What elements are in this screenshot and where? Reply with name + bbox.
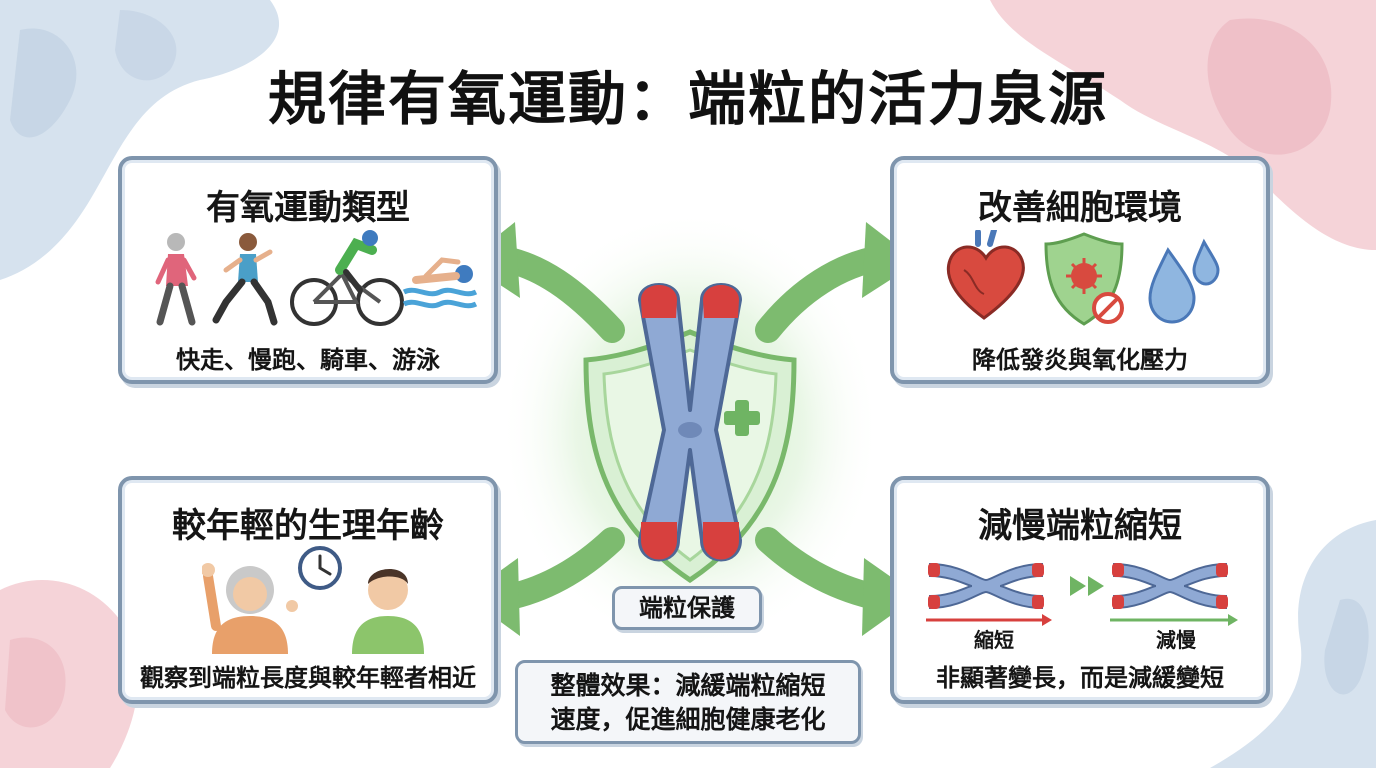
- shorten-label: 縮短: [974, 628, 1014, 652]
- telomere-protection-label: 端粒保護: [612, 586, 762, 630]
- swimmer-icon: [402, 257, 478, 309]
- panel-exercise-types: 有氧運動類型: [118, 156, 498, 384]
- double-arrow-icon: [1070, 576, 1104, 596]
- panel-slow-shortening: 減慢端粒縮短 縮短 減慢 非顯著變長，而是減緩變短: [890, 476, 1270, 704]
- summary-line-1: 整體效果：減緩端粒縮短: [550, 671, 826, 700]
- running-person-icon: [212, 233, 278, 326]
- page-title: 規律有氧運動：端粒的活力泉源: [267, 65, 1108, 133]
- clock-icon: [298, 546, 342, 590]
- panel-caption: 降低發炎與氧化壓力: [972, 346, 1188, 374]
- walking-person-icon: [155, 233, 197, 326]
- heart-icon: [946, 230, 1025, 320]
- young-man-icon: [352, 568, 424, 654]
- panel-title: 有氧運動類型: [206, 188, 410, 228]
- panel-biological-age: 較年輕的生理年齡 觀察到端粒長度與較年輕者相近: [118, 476, 498, 704]
- virus-shield-icon: [1044, 232, 1124, 326]
- panel-title: 較年輕的生理年齡: [172, 506, 444, 546]
- slowed-label: 減慢: [1156, 628, 1196, 652]
- panel-title: 減慢端粒縮短: [978, 506, 1182, 546]
- panel-caption: 觀察到端粒長度與較年輕者相近: [140, 664, 476, 692]
- summary-line-2: 速度，促進細胞健康老化: [550, 705, 826, 734]
- chromosome-shortening-icon: [926, 562, 1052, 626]
- elderly-woman-icon: [202, 563, 298, 654]
- panel-caption: 快走、慢跑、騎車、游泳: [176, 346, 440, 374]
- summary-box: 整體效果：減緩端粒縮短 速度，促進細胞健康老化: [515, 660, 861, 744]
- water-drops-icon: [1148, 238, 1220, 324]
- chromosome-icon: [638, 283, 742, 562]
- chromosome-slowed-icon: [1110, 562, 1238, 626]
- panel-cell-environment: 改善細胞環境 降低發炎與氧化壓力: [890, 156, 1270, 384]
- plus-icon: [724, 400, 760, 436]
- panel-title: 改善細胞環境: [978, 188, 1182, 228]
- panel-caption: 非顯著變長，而是減緩變短: [936, 664, 1224, 692]
- blob-bottom-right: [1210, 520, 1376, 768]
- cyclist-icon: [290, 230, 404, 326]
